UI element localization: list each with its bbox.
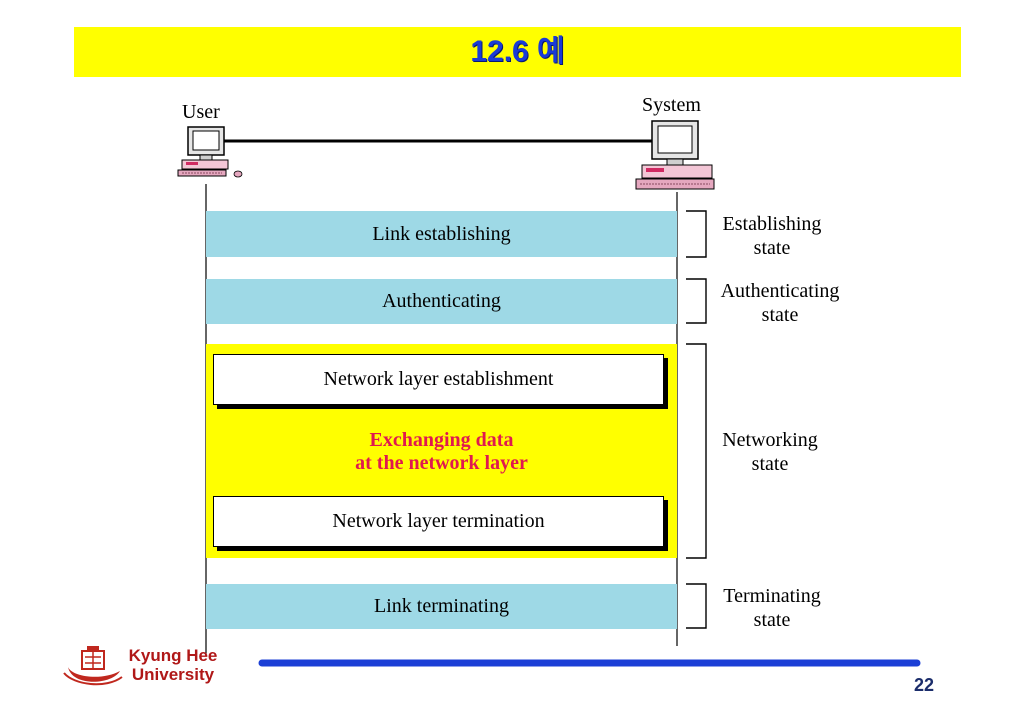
link-terminating-band: Link terminating: [206, 584, 677, 629]
authenticating-bracket: [686, 278, 707, 324]
user-label: User: [182, 101, 220, 123]
page-number: 22: [914, 675, 935, 695]
system-computer-icon: [635, 120, 715, 190]
establishing-state-line1: Establishing: [722, 213, 822, 235]
network-layer-termination-box: Network layer termination: [213, 496, 664, 547]
exchanging-line-1: Exchanging data: [369, 429, 514, 451]
page-title: 12.6 예: [470, 35, 565, 68]
system-label: System: [642, 94, 701, 116]
networking-bracket: [686, 343, 707, 559]
authenticating-band: Authenticating: [206, 279, 677, 324]
terminating-bracket: [686, 583, 707, 629]
title-bar: 12.6 예: [74, 27, 961, 77]
university-name: Kyung Hee University: [118, 646, 228, 684]
establishing-state-line2: state: [753, 237, 791, 259]
networking-state-line2: state: [751, 453, 789, 475]
university-logo-icon: [63, 646, 123, 686]
university-line2: University: [131, 665, 215, 684]
authenticating-state-label: Authenticating state: [712, 279, 848, 327]
user-computer-icon: [177, 126, 243, 178]
terminating-state-line2: state: [753, 609, 791, 631]
establishing-state-label: Establishing state: [712, 212, 832, 260]
authenticating-state-line2: state: [761, 304, 799, 326]
terminating-state-line1: Terminating: [723, 585, 821, 607]
exchanging-data-text: Exchanging data at the network layer: [206, 429, 677, 475]
link-establishing-band: Link establishing: [206, 211, 677, 257]
networking-state-line1: Networking: [722, 429, 818, 451]
network-layer-establishment-box: Network layer establishment: [213, 354, 664, 405]
terminating-state-label: Terminating state: [712, 584, 832, 632]
networking-state-label: Networking state: [712, 428, 828, 476]
university-line1: Kyung Hee: [128, 646, 218, 665]
establishing-bracket: [686, 210, 707, 258]
exchanging-line-2: at the network layer: [355, 452, 528, 474]
authenticating-state-line1: Authenticating: [720, 280, 840, 302]
